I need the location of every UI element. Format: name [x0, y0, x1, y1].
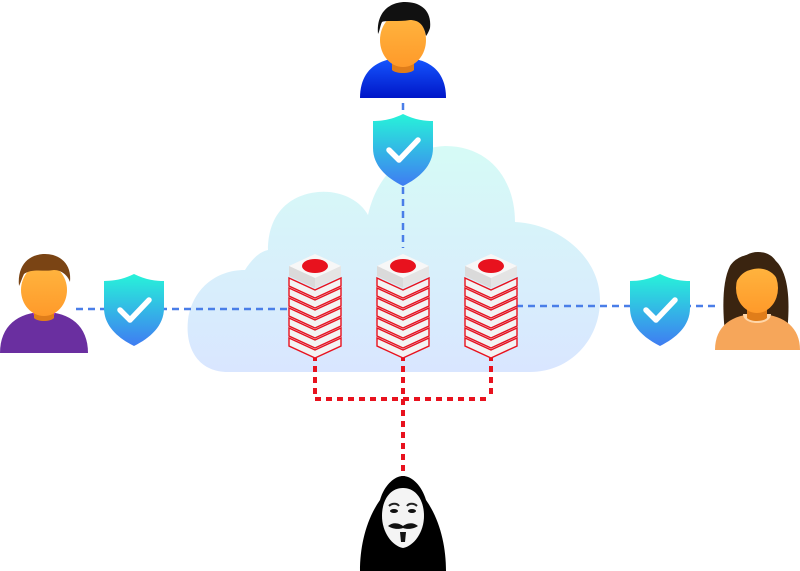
- server-stack-icon: [376, 253, 430, 359]
- user-male-blue-icon: [360, 2, 446, 98]
- attack-connections: [313, 355, 493, 485]
- shield-check-icon: [104, 274, 164, 346]
- shield-check-icon: [630, 274, 690, 346]
- server-stack-icon: [464, 253, 518, 359]
- hacker-mask-icon: [360, 476, 446, 571]
- user-male-purple-icon: [0, 254, 88, 353]
- user-female-orange-icon: [715, 252, 800, 350]
- server-stack-icon: [288, 253, 342, 359]
